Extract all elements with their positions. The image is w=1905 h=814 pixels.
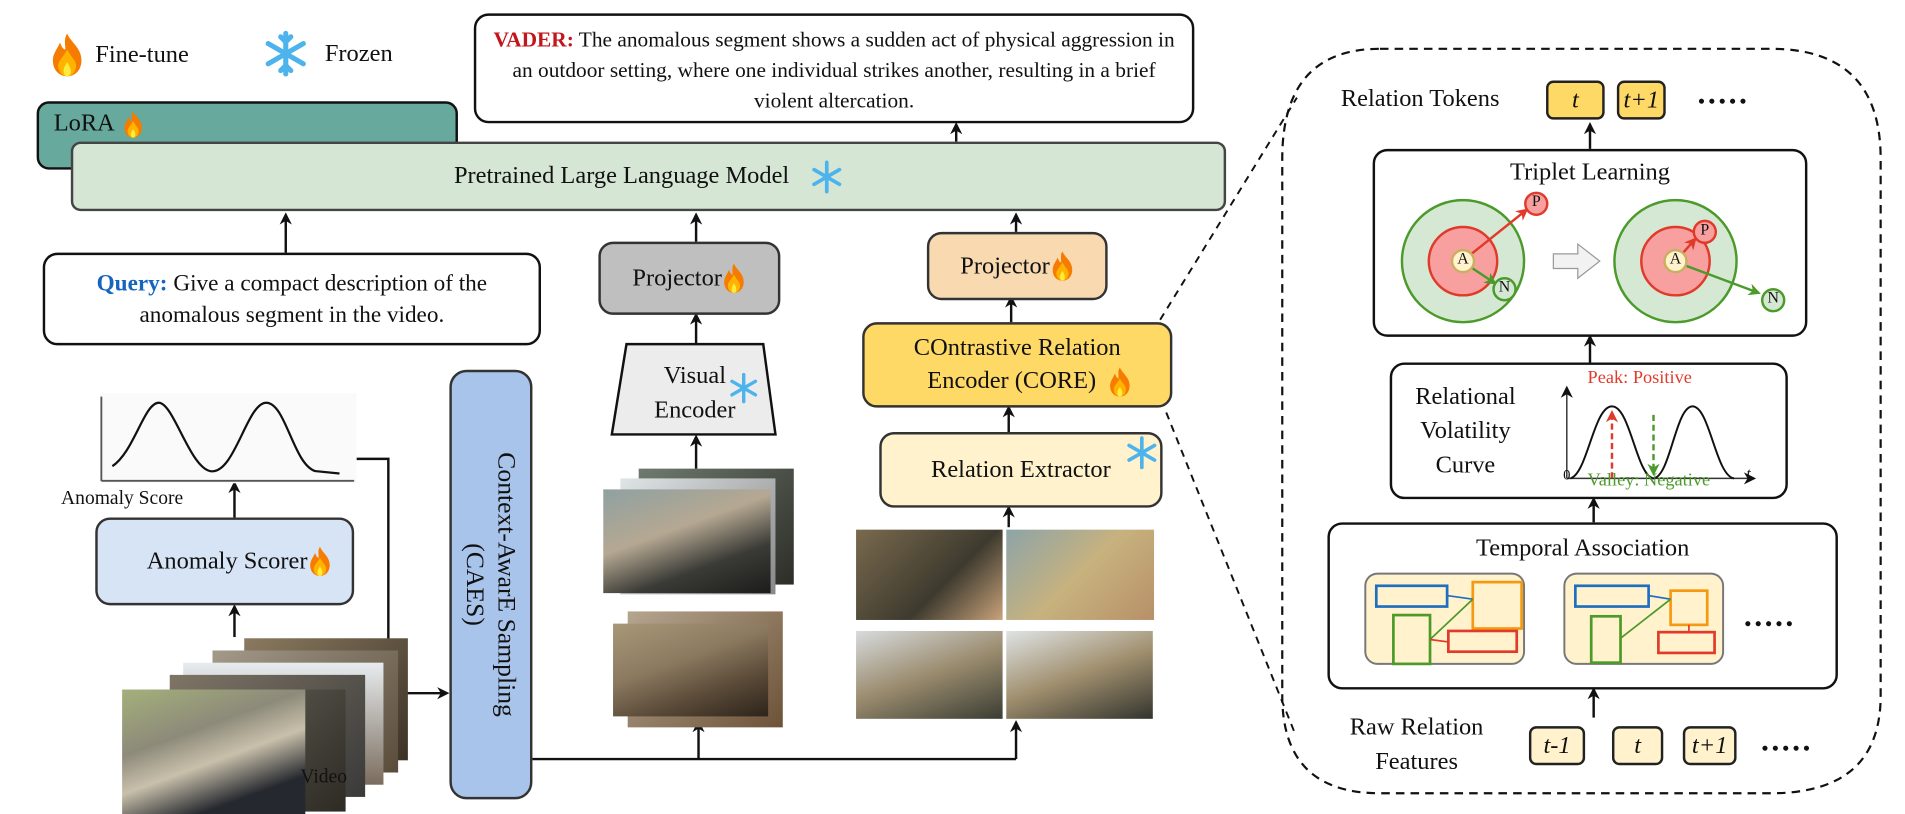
raw-token: t-1 (1528, 726, 1586, 766)
positive-label: P (1700, 219, 1710, 238)
triplet-transition-arrow (1552, 242, 1601, 280)
relation-frame (1006, 630, 1153, 719)
raw-line1: Raw Relation (1349, 713, 1484, 741)
raw-token: t+1 (1682, 726, 1737, 766)
relation-token: t (1546, 80, 1605, 120)
temporal-ellipsis: ..... (1743, 597, 1796, 634)
anomaly-score-label: Anomaly Score (61, 488, 184, 509)
arrow-score-to-caes (356, 457, 395, 691)
temporal-title: Temporal Association (1476, 534, 1690, 562)
caes-line2: (CAES) (460, 543, 490, 626)
legend-frozen: Frozen (264, 30, 393, 77)
zoom-line-bottom (1165, 412, 1296, 733)
visual-projector-label: Projector (632, 264, 722, 292)
query-text: Give a compact description of the anomal… (139, 270, 488, 329)
relation-token: t+1 (1616, 80, 1666, 120)
flame-icon (52, 33, 82, 77)
snowflake-icon (265, 30, 306, 77)
query-box: Query: Give a compact description of the… (42, 252, 541, 346)
visual-encoder-line1: Visual (663, 362, 727, 390)
volatility-line3: Curve (1435, 451, 1496, 479)
core-detail-panel (1281, 47, 1882, 795)
volatility-line2: Volatility (1420, 417, 1511, 445)
visual-encoder-line2: Encoder (654, 396, 736, 424)
video-label: Video (300, 766, 347, 788)
zoom-line-top (1159, 97, 1298, 321)
video-frame-front (122, 689, 306, 814)
relation-projector-box: Projector (926, 231, 1108, 301)
flame-icon (124, 111, 142, 138)
relation-tokens-label: Relation Tokens (1340, 85, 1500, 113)
flame-icon (724, 263, 744, 293)
legend-finetune: Fine-tune (49, 32, 189, 78)
relation-frame (1006, 529, 1155, 620)
relation-extractor-label: Relation Extractor (931, 455, 1111, 483)
legend-frozen-label: Frozen (324, 39, 393, 67)
raw-relation-features-label: Raw Relation Features (1343, 710, 1490, 778)
lora-label: LoRA (53, 109, 115, 137)
axis-origin: 0 (1563, 466, 1571, 484)
visual-frame (603, 489, 771, 594)
anchor-label: A (1669, 248, 1682, 268)
vader-output-text: The anomalous segment shows a sudden act… (512, 26, 1175, 113)
relation-frame (856, 630, 1003, 719)
volatility-line1: Relational (1415, 383, 1516, 411)
temporal-graph-2 (1563, 572, 1725, 665)
core-box: COntrastive Relation Encoder (CORE) (862, 322, 1173, 408)
anomaly-score-plot (100, 392, 357, 484)
snowflake-icon (730, 372, 758, 404)
relation-frame (856, 529, 1003, 620)
triplet-before (1400, 191, 1549, 324)
visual-encoder: Visual Encoder (626, 359, 763, 427)
triplet-title: Triplet Learning (1510, 158, 1670, 186)
anchor-label: A (1457, 248, 1469, 268)
vader-output-box: VADER: The anomalous segment shows a sud… (473, 13, 1195, 124)
core-line1: COntrastive Relation (913, 334, 1121, 361)
snowflake-icon (1127, 436, 1157, 470)
peak-label: Peak: Positive (1587, 368, 1692, 389)
axis-t: t (1746, 463, 1751, 483)
visual-frame (613, 623, 769, 717)
visual-encoder-shape (610, 342, 777, 436)
temporal-association-box: Temporal Association (1327, 522, 1838, 690)
positive-label: P (1531, 191, 1541, 210)
raw-line2: Features (1375, 748, 1458, 775)
triplet-after (1613, 198, 1786, 324)
snowflake-icon (812, 159, 842, 193)
relation-projector-label: Projector (960, 252, 1050, 279)
anomaly-scorer-box: Anomaly Scorer (95, 517, 355, 606)
valley-label: Valley: Negative (1587, 471, 1711, 491)
relation-extractor-box: Relation Extractor (879, 432, 1163, 508)
raw-token: t (1611, 726, 1664, 766)
legend-finetune-label: Fine-tune (95, 40, 189, 68)
triplet-learning-box: Triplet Learning (1372, 148, 1808, 337)
vader-prefix: VADER: (493, 26, 574, 52)
raw-ellipsis: ..... (1760, 722, 1813, 758)
caes-line1: Context-AwarE Sampling (492, 452, 522, 717)
flame-icon (1052, 251, 1072, 281)
llm-label: Pretrained Large Language Model (453, 162, 790, 190)
negative-label: N (1767, 288, 1779, 307)
visual-projector-box: Projector (598, 241, 781, 315)
flame-icon (1109, 367, 1130, 397)
core-line2: Encoder (CORE) (927, 367, 1097, 394)
flame-icon (309, 546, 330, 577)
temporal-graph-1 (1364, 572, 1526, 666)
negative-label: N (1498, 277, 1511, 296)
query-prefix: Query: (96, 270, 168, 297)
caes-box: Context-AwarE Sampling (CAES) (449, 369, 533, 800)
relation-tokens-ellipsis: ..... (1697, 75, 1750, 112)
anomaly-scorer-label: Anomaly Scorer (146, 547, 308, 575)
llm-box: Pretrained Large Language Model (70, 141, 1227, 212)
volatility-curve-box: Relational Volatility Curve (1389, 362, 1788, 500)
